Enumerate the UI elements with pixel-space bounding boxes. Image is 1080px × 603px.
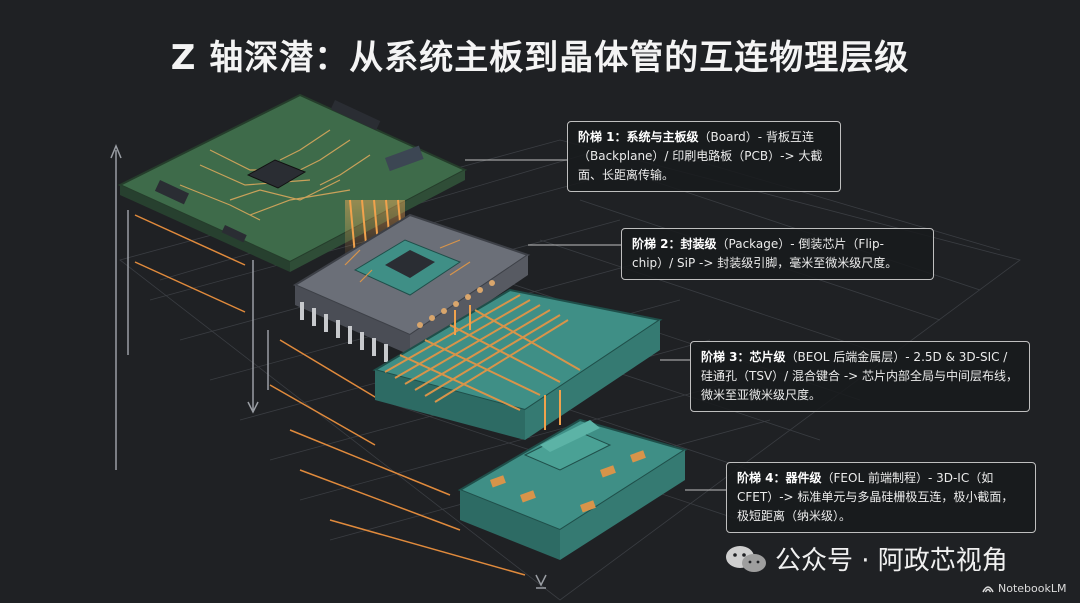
callout-layer-3: 阶梯 3：芯片级（BEOL 后端金属层）- 2.5D & 3D-SIC / 硅通… [690, 341, 1030, 412]
callout-layer-3-name: 阶梯 3：芯片级 [701, 350, 786, 364]
brand-text: NotebookLM [998, 582, 1067, 595]
notebooklm-icon [982, 586, 994, 593]
callout-layer-1: 阶梯 1：系统与主板级（Board）- 背板互连（Backplane）/ 印刷电… [567, 121, 841, 192]
callout-layer-2-desc: （Package）- 倒装芯片（Flip-chip）/ SiP -> 封装级引脚… [632, 237, 898, 270]
device-feol [457, 418, 688, 560]
callout-layer-4-desc: （FEOL 前端制程）- 3D-IC（如 CFET）-> 标准单元与多晶硅栅极互… [737, 471, 1014, 523]
z-axis-arrows [110, 144, 269, 470]
page-title: Z 轴深潜：从系统主板到晶体管的互连物理层级 [170, 38, 910, 78]
callout-layer-2: 阶梯 2：封装级（Package）- 倒装芯片（Flip-chip）/ SiP … [621, 228, 934, 280]
callout-layer-4: 阶梯 4：器件级（FEOL 前端制程）- 3D-IC（如 CFET）-> 标准单… [726, 462, 1036, 533]
callout-layer-2-name: 阶梯 2：封装级 [632, 237, 717, 251]
callout-layer-3-desc: （BEOL 后端金属层）- 2.5D & 3D-SIC / 硅通孔（TSV）/ … [701, 350, 1019, 402]
wechat-icon [726, 545, 766, 572]
diagonal-arrows [134, 214, 526, 576]
watermark-text: 公众号 · 阿政芯视角 [775, 546, 1008, 576]
callout-layer-1-desc: （Board）- 背板互连（Backplane）/ 印刷电路板（PCB）-> 大… [578, 130, 823, 182]
callout-layer-1-name: 阶梯 1：系统与主板级 [578, 130, 699, 144]
chip-beol [372, 288, 663, 440]
callout-layer-4-name: 阶梯 4：器件级 [737, 471, 822, 485]
leader-lines [465, 159, 726, 491]
down-arrow-icon [535, 574, 547, 589]
brand-badge: NotebookLM [982, 582, 1066, 595]
watermark: 公众号 · 阿政芯视角 [725, 540, 1008, 577]
